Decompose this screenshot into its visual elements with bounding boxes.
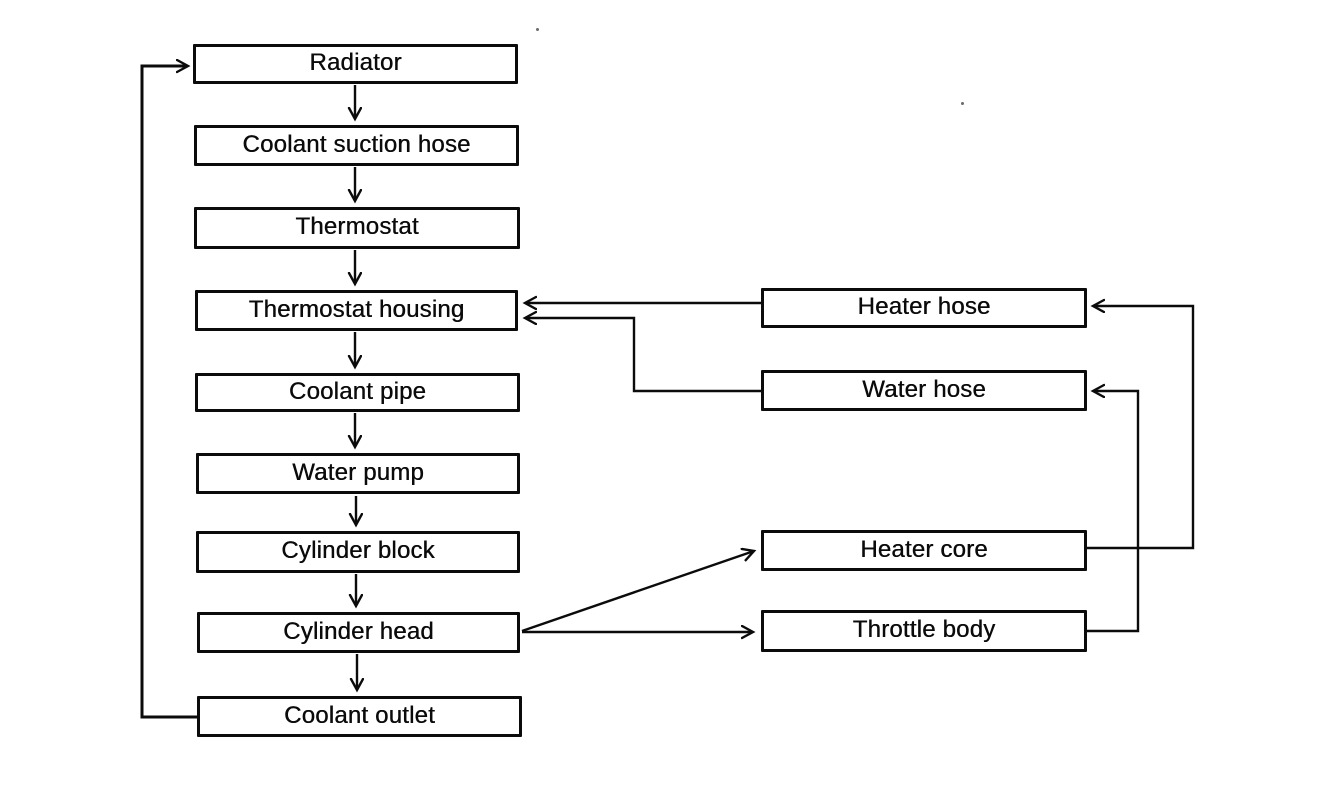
node-radiator: Radiator: [193, 44, 518, 84]
node-label: Throttle body: [852, 616, 996, 643]
edge-coolant-outlet-to-radiator: [140, 66, 197, 719]
node-coolant-outlet: Coolant outlet: [197, 696, 522, 737]
node-cylinder-head: Cylinder head: [197, 612, 520, 653]
edge-heater-core-to-heater-hose: [1087, 306, 1195, 550]
node-label: Thermostat housing: [248, 295, 465, 323]
edge-cyl-head-to-heater-core: [521, 551, 754, 633]
node-throttle-body: Throttle body: [761, 610, 1087, 652]
scan-speck: [536, 28, 539, 31]
node-label: Coolant outlet: [284, 701, 435, 729]
node-thermostat-housing: Thermostat housing: [195, 290, 518, 331]
edge-throttle-body-to-water-hose: [1087, 391, 1140, 633]
node-label: Thermostat: [295, 213, 419, 240]
node-heater-hose: Heater hose: [761, 288, 1087, 328]
node-label: Coolant pipe: [288, 377, 427, 405]
node-water-pump: Water pump: [196, 453, 520, 494]
node-coolant-pipe: Coolant pipe: [195, 373, 520, 412]
node-coolant-suction-hose: Coolant suction hose: [194, 125, 519, 166]
node-cylinder-block: Cylinder block: [196, 531, 520, 573]
node-label: Cylinder block: [281, 537, 435, 564]
node-thermostat: Thermostat: [194, 207, 520, 249]
node-label: Heater core: [860, 535, 988, 563]
node-label: Cylinder head: [283, 617, 434, 645]
node-label: Water pump: [292, 458, 424, 486]
node-label: Water hose: [862, 375, 986, 403]
scan-speck: [961, 102, 964, 105]
node-label: Coolant suction hose: [242, 130, 471, 158]
node-water-hose: Water hose: [761, 370, 1087, 411]
node-label: Radiator: [309, 49, 402, 76]
node-heater-core: Heater core: [761, 530, 1087, 571]
node-label: Heater hose: [857, 293, 991, 320]
edge-water-hose-to-housing: [525, 318, 761, 393]
